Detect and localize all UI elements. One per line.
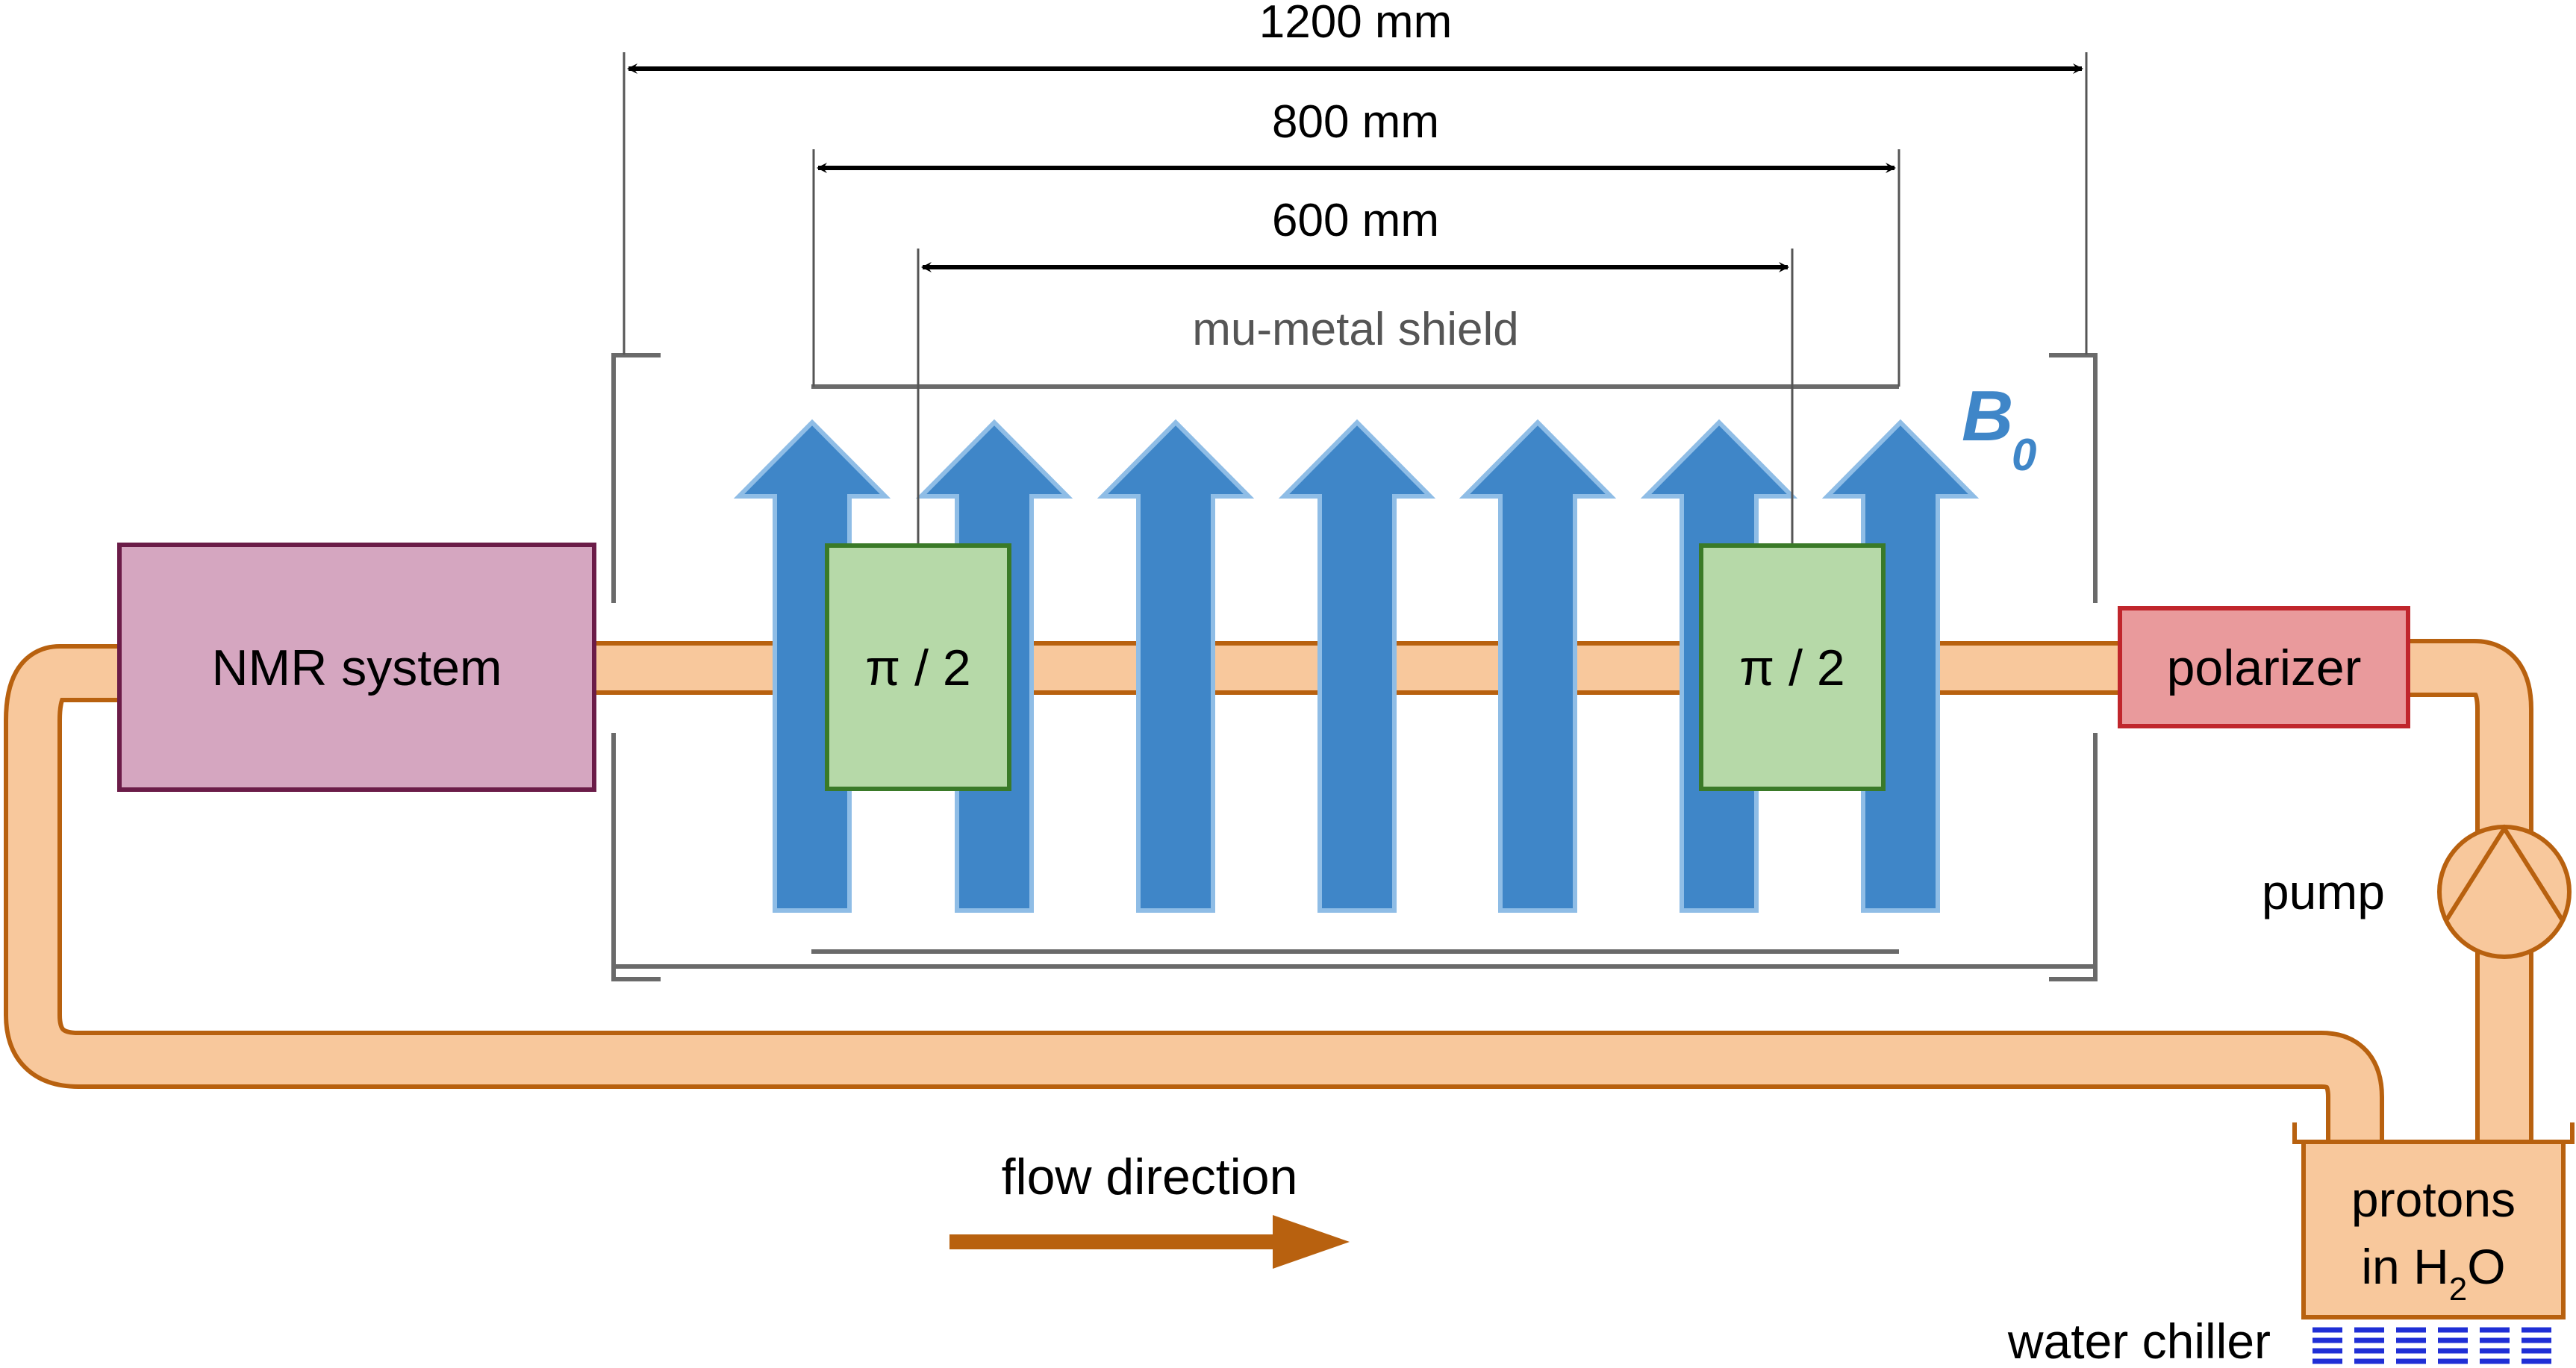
b0-subscript: 0 xyxy=(2012,430,2036,480)
pi-half-flipper-right: π / 2 xyxy=(1699,543,1886,791)
dimension-800: 800 mm xyxy=(817,96,1896,173)
water-chiller-label: water chiller xyxy=(2007,1314,2271,1368)
chiller-icon xyxy=(2313,1327,2551,1364)
field-arrow xyxy=(1278,419,1436,913)
field-arrow xyxy=(1459,419,1617,913)
nmr-system-label: NMR system xyxy=(211,640,502,696)
field-arrow xyxy=(1097,419,1255,913)
pump: pump xyxy=(2262,824,2572,959)
reservoir-label-line1: protons xyxy=(2351,1172,2516,1227)
pi-half-flipper-right-label: π / 2 xyxy=(1739,640,1844,696)
water-chiller: water chiller xyxy=(2007,1314,2551,1368)
dimension-1200: 1200 mm xyxy=(627,0,2083,74)
pump-label: pump xyxy=(2262,864,2385,919)
pump-icon xyxy=(2437,825,2572,959)
dimension-1200-label: 1200 mm xyxy=(1259,0,1452,48)
flow-arrow-icon xyxy=(949,1215,1350,1269)
b0-label: B 0 xyxy=(1962,376,2036,480)
reservoir-label-line2: in H2O xyxy=(2361,1239,2505,1308)
polarizer-label: polarizer xyxy=(2167,640,2362,696)
mu-metal-shield xyxy=(611,353,2098,981)
pi-half-flipper-left: π / 2 xyxy=(825,543,1011,791)
dimension-600-label: 600 mm xyxy=(1272,195,1439,246)
flow-direction-label: flow direction xyxy=(1002,1149,1298,1205)
polarizer-box: polarizer xyxy=(2118,606,2410,728)
pi-half-flipper-left-label: π / 2 xyxy=(865,640,970,696)
nmr-system-box: NMR system xyxy=(117,543,596,792)
dimension-600: 600 mm xyxy=(921,195,1789,272)
shield-label: mu-metal shield xyxy=(1192,304,1519,355)
dimension-800-label: 800 mm xyxy=(1272,96,1439,148)
b0-symbol: B xyxy=(1962,376,2013,456)
flow-direction: flow direction xyxy=(949,1149,1350,1269)
dimension-extension-lines xyxy=(623,52,2088,545)
proton-reservoir: protons in H2O xyxy=(2292,1122,2575,1319)
